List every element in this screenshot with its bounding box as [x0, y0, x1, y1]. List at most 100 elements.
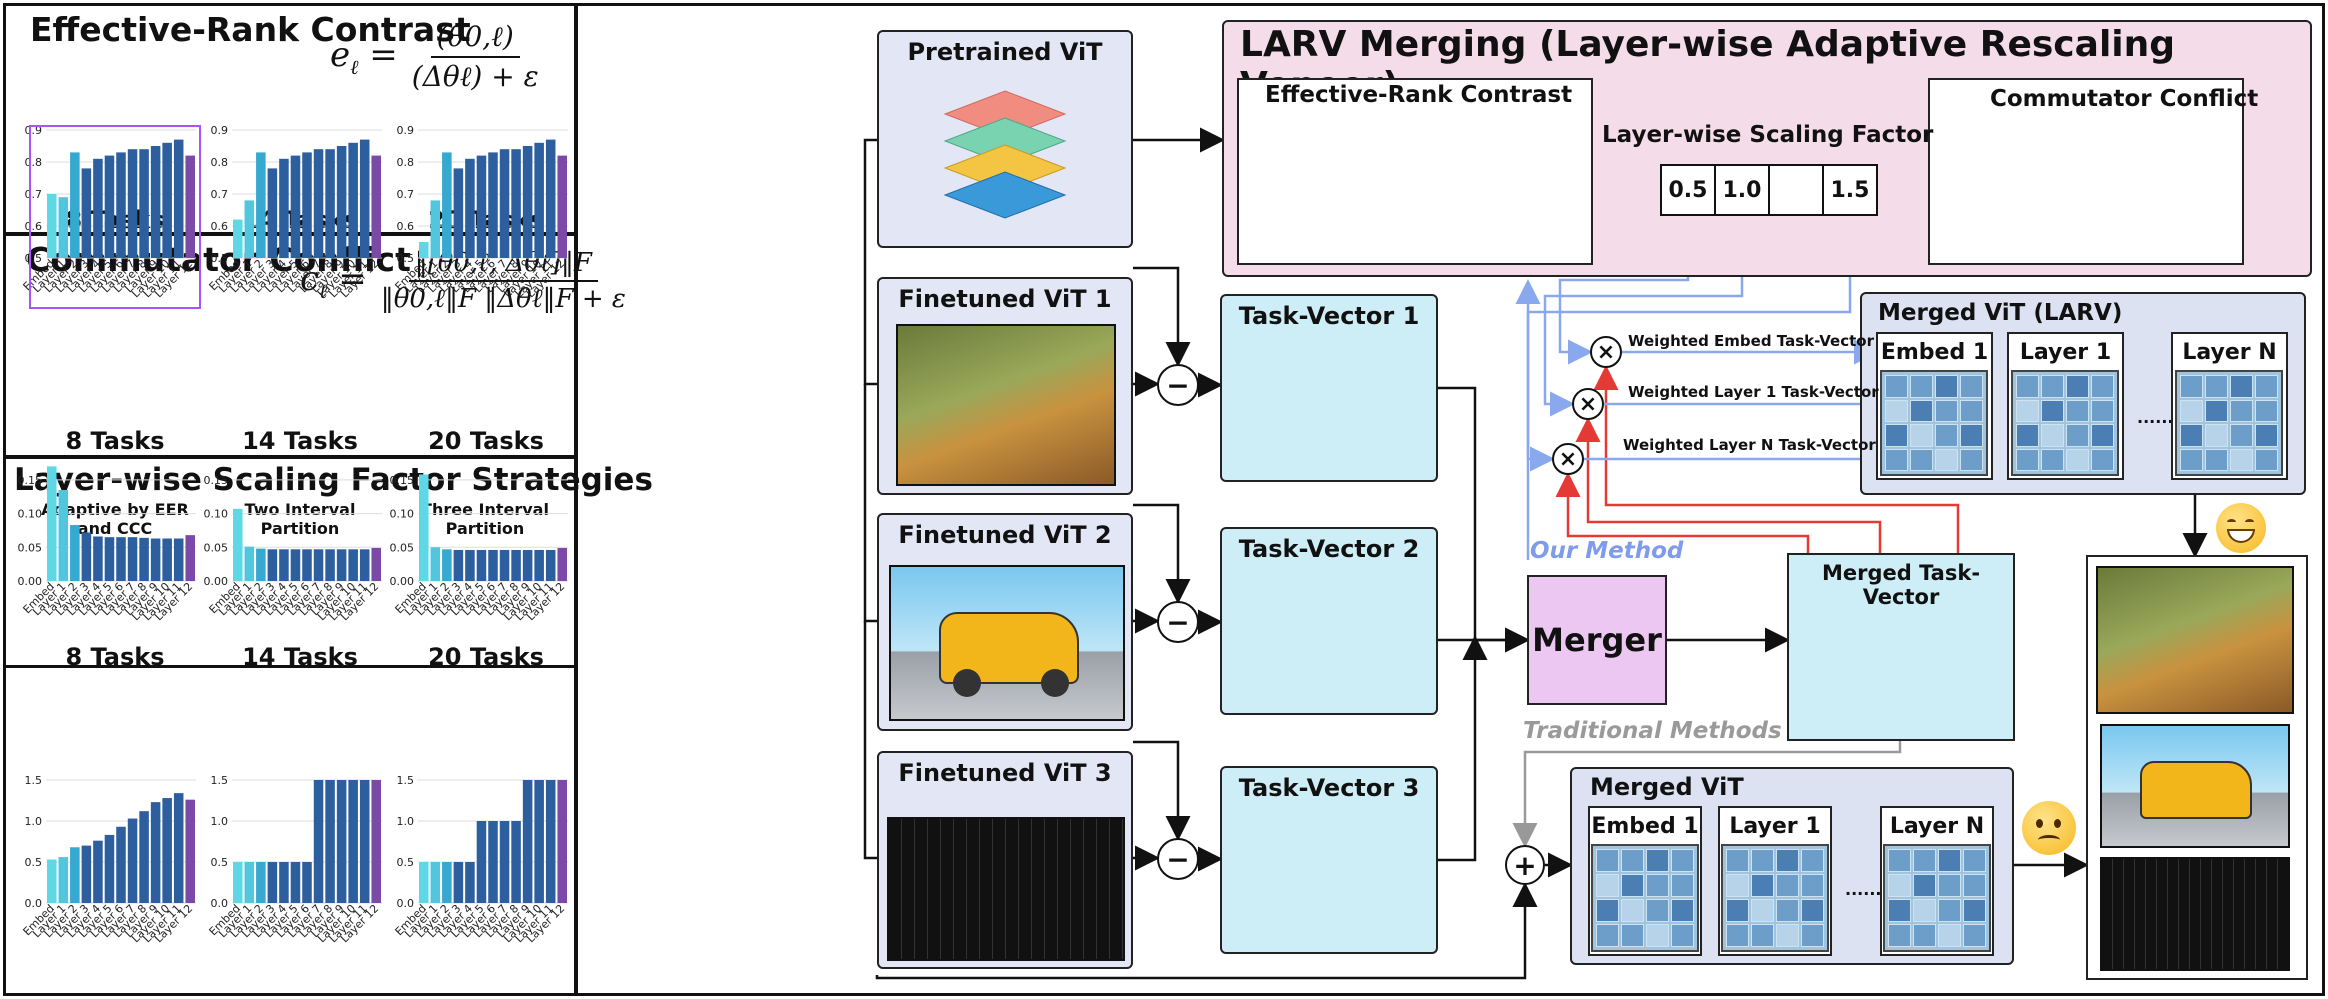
y-tick-label: 0.10 [204, 508, 229, 521]
bar [511, 549, 521, 581]
trad-block-layerN-grid [1883, 844, 1991, 952]
bar [58, 489, 69, 581]
connector-arrow [1438, 635, 1488, 862]
bar [453, 168, 464, 258]
bar [93, 536, 103, 581]
y-tick-label: 0.6 [211, 220, 229, 233]
bar [150, 538, 161, 581]
bar [522, 146, 533, 258]
bar [233, 219, 243, 258]
bar [127, 149, 138, 258]
larv-dots: ...... [2137, 408, 2174, 427]
scaling-value-2: 1.0 [1714, 164, 1770, 216]
framework-panel [575, 3, 2325, 996]
pretrained-title: Pretrained ViT [907, 38, 1103, 66]
bar [150, 146, 161, 258]
bar [127, 818, 138, 903]
traditional-label: Traditional Methods [1523, 718, 1782, 744]
bar [47, 859, 57, 903]
frowning-emoji-icon [2022, 801, 2076, 855]
finetuned-title-1: Finetuned ViT 1 [898, 285, 1112, 313]
y-tick-label: 0.05 [204, 541, 229, 554]
bar [150, 802, 161, 903]
bar [233, 862, 243, 903]
task-vector-box-2: Task-Vector 2 [1220, 527, 1438, 715]
bar [279, 549, 289, 581]
bar [162, 538, 172, 581]
bar [313, 549, 324, 581]
bar [162, 142, 172, 258]
bar [511, 821, 521, 903]
bar [47, 194, 57, 258]
eer-title: Effective-Rank Contrast [30, 10, 471, 49]
y-tick-label: 0.8 [25, 156, 43, 169]
bar [279, 862, 289, 903]
times-circle-icon: × [1590, 336, 1622, 368]
y-tick-label: 0.5 [397, 252, 415, 265]
trad-block-layer1-grid [1721, 844, 1829, 952]
larv-eer-chart-box [1237, 78, 1593, 265]
larv-ccc-chart-box [1928, 78, 2244, 265]
finetuned-box-2: Finetuned ViT 2 [877, 513, 1133, 731]
bar [313, 780, 324, 903]
bar [348, 549, 358, 581]
bar [545, 139, 556, 258]
bar [488, 549, 498, 581]
y-tick-label: 0.0 [397, 897, 415, 910]
y-tick-label: 0.05 [390, 541, 415, 554]
strat-8-label: 8 Tasks [65, 643, 165, 671]
scaling-value-4: 1.5 [1822, 164, 1878, 216]
bar [499, 821, 510, 903]
scaling-value-3 [1768, 164, 1824, 216]
connector-arrow [1133, 503, 1191, 604]
y-tick-label: 0.10 [390, 508, 415, 521]
bar [453, 549, 464, 581]
weighted-layerN-label: Weighted Layer N Task-Vector [1623, 436, 1876, 454]
y-tick-label: 1.0 [211, 815, 229, 828]
weighted-embed-label: Weighted Embed Task-Vector [1628, 332, 1874, 350]
strat-20-label: 20 Tasks [428, 643, 544, 671]
y-tick-label: 0.05 [18, 541, 43, 554]
bar [58, 857, 69, 903]
minus-circle-icon: − [1157, 364, 1199, 406]
y-tick-label: 1.5 [397, 774, 415, 787]
strategy-title-3: Three Interval Partition [421, 500, 549, 538]
bar [81, 168, 92, 258]
bar [336, 780, 347, 903]
connector-arrow [1512, 741, 1902, 848]
bar [325, 549, 335, 581]
bar [534, 780, 544, 903]
y-tick-label: 1.5 [25, 774, 43, 787]
y-tick-label: 0.0 [25, 897, 43, 910]
bar [476, 821, 487, 903]
output-dog-image [2096, 566, 2294, 714]
y-tick-label: 0.5 [25, 856, 43, 869]
bar [70, 525, 80, 581]
bar [267, 168, 278, 258]
merged-tv-title: Merged Task-Vector [1821, 561, 1981, 609]
bar [244, 200, 255, 258]
merger-box[interactable]: Merger [1527, 575, 1667, 705]
merged-vit-title: Merged ViT [1590, 773, 1744, 801]
merged-larv-title: Merged ViT (LARV) [1878, 300, 2123, 326]
bar [348, 780, 358, 903]
bar [173, 793, 184, 903]
task-vector-box-1: Task-Vector 1 [1220, 294, 1438, 482]
pretrained-vit-icon [943, 90, 1067, 219]
bar [476, 155, 487, 258]
y-tick-label: 0.5 [397, 856, 415, 869]
bar [499, 149, 510, 258]
y-tick-label: 0.5 [211, 856, 229, 869]
bar [371, 155, 381, 258]
connector-arrow [1133, 266, 1191, 367]
bar [93, 158, 103, 258]
y-tick-label: 0.0 [211, 897, 229, 910]
y-tick-label: 0.00 [204, 575, 229, 588]
our-method-label: Our Method [1530, 538, 1684, 564]
bar [325, 780, 335, 903]
y-tick-label: 1.0 [397, 815, 415, 828]
